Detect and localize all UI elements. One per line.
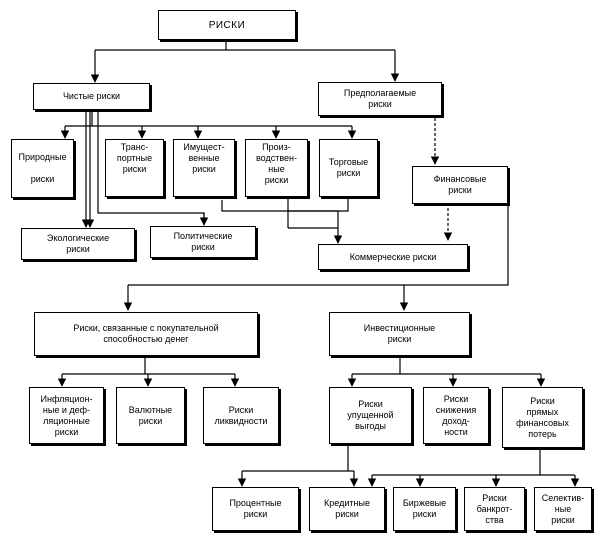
edge-trade-commercial [288,199,349,212]
node-investment-risks: Инвестиционные риски [329,312,470,356]
node-speculative-risks: Предполагаемые риски [318,82,442,116]
node-selective-risks: Селектив- ные риски [534,487,592,531]
node-root: РИСКИ [158,10,296,40]
node-lost-profit-risks: Риски упущенной выгоды [329,387,412,444]
node-political-risks: Политические риски [150,226,256,258]
node-credit-risks: Кредитные риски [309,487,385,531]
node-property-risks: Имущест- венные риски [173,139,235,197]
node-ecological-risks: Экологические риски [21,228,135,260]
node-currency-risks: Валютные риски [116,387,185,444]
node-transport-risks: Транс- портные риски [105,139,164,197]
node-financial-risks: Финансовые риски [412,166,508,204]
node-income-decrease-risks: Риски снижения доход- ности [423,387,489,444]
node-production-risks: Произ- водствен- ные риски [245,139,308,197]
edge-financial-bus [128,205,509,286]
node-pure-risks: Чистые риски [33,83,150,110]
node-liquidity-risks: Риски ликвидности [203,387,279,444]
node-natural-risks: Природные риски [11,139,74,198]
edge-root-branches [95,42,227,51]
node-inflation-risks: Инфляцион- ные и деф- ляционные риски [29,387,104,444]
node-direct-losses-risks: Риски прямых финансовых потерь [502,387,583,448]
edge-property-commercial [221,200,288,212]
node-trade-risks: Торговые риски [319,139,378,197]
node-exchange-risks: Биржевые риски [393,487,456,531]
node-purchasing-power-risks: Риски, связанные с покупательной способн… [34,312,258,356]
node-commercial-risks: Коммерческие риски [318,244,468,270]
node-interest-risks: Процентные риски [212,487,299,531]
node-bankruptcy-risks: Риски банкрот- ства [464,487,525,531]
